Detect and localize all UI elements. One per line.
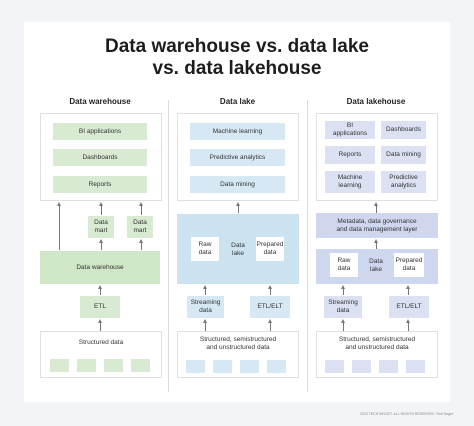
arrow-streaming-to-lakehouse: [341, 285, 345, 295]
data-warehouse-box: Data warehouse: [40, 251, 160, 284]
arrow-etl-to-warehouse: [98, 285, 102, 295]
warehouse-source-block-2: [77, 359, 96, 372]
data-mart-2: Data mart: [127, 216, 153, 238]
arrow-warehouse-to-mart2: [139, 239, 143, 250]
lake-raw-data: Raw data: [191, 237, 219, 261]
arrow-warehouse-to-mart1: [99, 239, 103, 250]
lakehouse-source-block-4: [406, 360, 425, 373]
lakehouse-prepared-data: Prepared data: [394, 253, 424, 277]
warehouse-app-dashboards: Dashboards: [53, 149, 147, 166]
warehouse-source-block-1: [50, 359, 69, 372]
warehouse-source-label: Structured data: [78, 339, 124, 346]
arrow-metadata-to-apps: [374, 202, 378, 213]
title-line-1: Data warehouse vs. data lake: [104, 36, 369, 57]
lake-data-lake-label: Data lake: [231, 242, 245, 257]
warehouse-app-bi: BI applications: [53, 123, 147, 140]
title-line-2: vs. data lakehouse: [152, 58, 322, 79]
lake-etl-elt: ETL/ELT: [250, 296, 290, 318]
arrow-lake-to-apps: [236, 202, 240, 213]
lake-app-data-mining: Data mining: [190, 176, 285, 193]
arrow-mart2-to-apps: [139, 202, 143, 215]
lakehouse-streaming-data: Streaming data: [324, 296, 362, 318]
arrow-etl-to-lakehouse: [406, 285, 410, 295]
lakehouse-app-reports: Reports: [325, 146, 375, 164]
lake-source-block-1: [186, 360, 205, 373]
lake-streaming-data: Streaming data: [187, 296, 224, 318]
lakehouse-source-block-1: [325, 360, 344, 373]
lake-prepared-data: Prepared data: [256, 237, 284, 261]
heading-data-lake: Data lake: [219, 97, 256, 106]
lakehouse-app-predictive-analytics: Predictive analytics: [381, 171, 426, 193]
lake-source-block-4: [267, 360, 286, 373]
credit-line: 2023 TECHTARGET. ALL RIGHTS RESERVED. Te…: [360, 412, 453, 416]
heading-data-warehouse: Data warehouse: [69, 97, 131, 106]
lake-source-block-2: [213, 360, 232, 373]
arrow-etl-to-lake: [268, 285, 272, 295]
lakehouse-app-data-mining: Data mining: [381, 146, 426, 164]
arrow-source-to-etl-lake: [268, 319, 272, 331]
lakehouse-raw-data: Raw data: [330, 253, 358, 277]
lakehouse-etl-elt: ETL/ELT: [389, 296, 429, 318]
arrow-mart1-to-apps: [99, 202, 103, 215]
arrow-warehouse-to-apps-left: [57, 202, 61, 250]
lake-source-label: Structured, semistructured and unstructu…: [199, 336, 277, 351]
metadata-governance-layer: Metadata, data governance and data manag…: [316, 213, 438, 238]
column-divider-1: [168, 100, 169, 392]
lakehouse-source-label: Structured, semistructured and unstructu…: [338, 336, 416, 351]
lakehouse-app-machine-learning: Machine learning: [325, 171, 375, 193]
lakehouse-data-lake-label: Data lake: [369, 258, 383, 273]
lake-source-block-3: [240, 360, 259, 373]
column-divider-2: [307, 100, 308, 392]
arrow-source-to-etl-lakehouse: [406, 319, 410, 331]
lake-app-predictive-analytics: Predictive analytics: [190, 149, 285, 166]
lake-app-machine-learning: Machine learning: [190, 123, 285, 140]
arrow-streaming-to-lake: [203, 285, 207, 295]
arrow-source-to-streaming: [203, 319, 207, 331]
arrow-source-to-etl: [98, 319, 102, 331]
data-mart-1: Data mart: [88, 216, 114, 238]
diagram-title: Data warehouse vs. data lake vs. data la…: [0, 36, 474, 80]
lakehouse-app-dashboards: Dashboards: [381, 121, 426, 139]
warehouse-source-block-4: [131, 359, 150, 372]
warehouse-etl-box: ETL: [80, 296, 120, 318]
warehouse-app-reports: Reports: [53, 176, 147, 193]
arrow-lake-to-metadata: [374, 239, 378, 249]
lakehouse-source-block-2: [352, 360, 371, 373]
heading-data-lakehouse: Data lakehouse: [346, 97, 406, 106]
lakehouse-app-bi: BI applications: [325, 121, 375, 139]
arrow-source-to-streaming-lakehouse: [341, 319, 345, 331]
lakehouse-source-block-3: [379, 360, 398, 373]
warehouse-source-block-3: [104, 359, 123, 372]
